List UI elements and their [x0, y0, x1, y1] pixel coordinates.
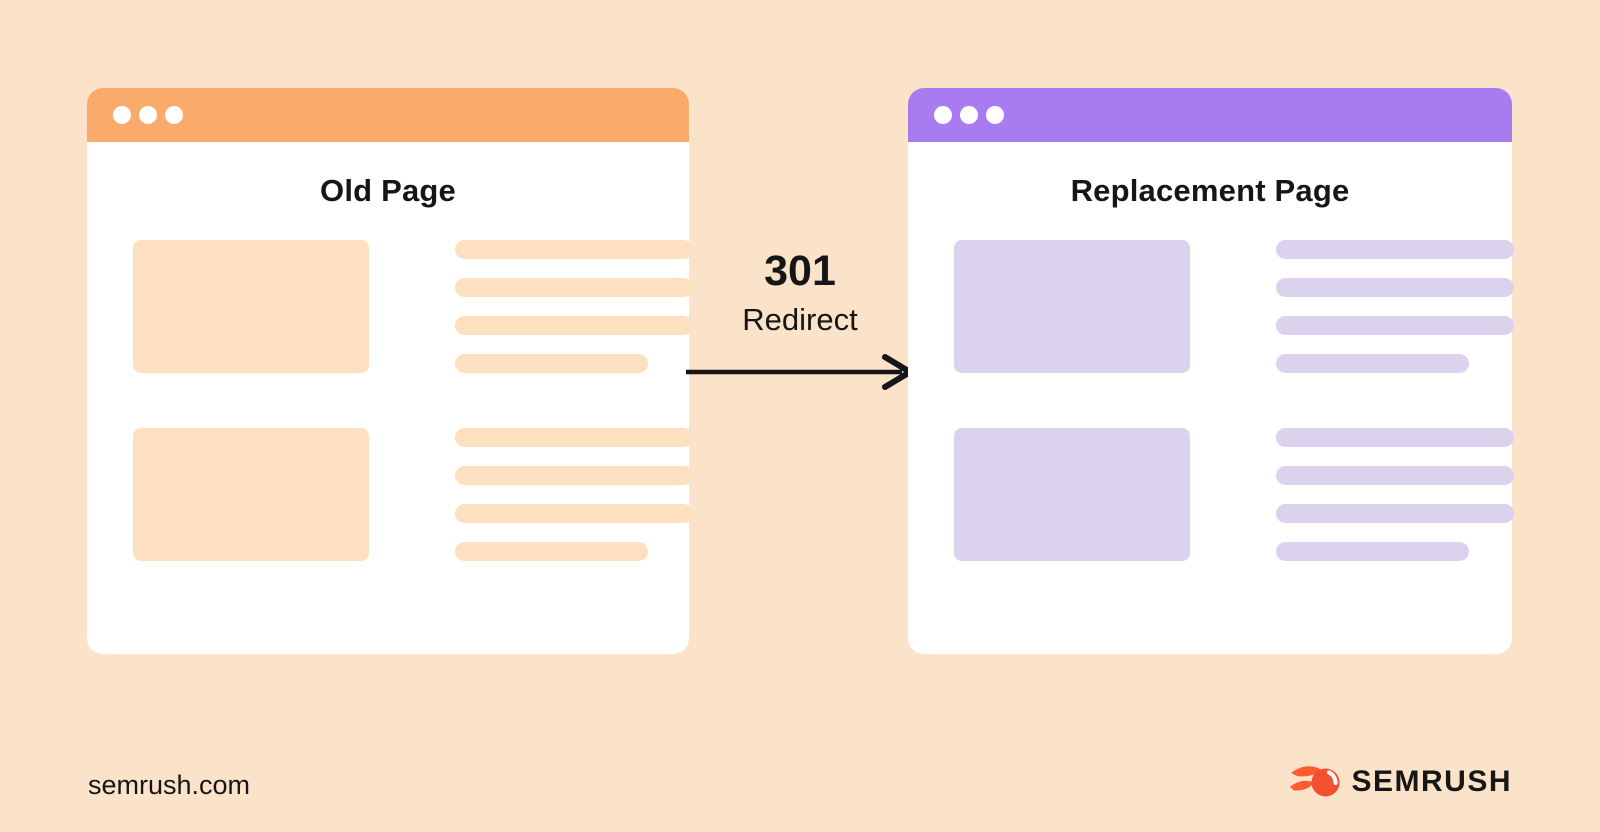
text-placeholder-lines [1276, 240, 1514, 373]
semrush-logo: SEMRUSH [1290, 763, 1512, 801]
window-dot-icon [986, 106, 1004, 124]
old-page-content-row [133, 240, 693, 373]
text-line [1276, 504, 1514, 523]
old-page-window-header [87, 88, 689, 142]
text-line [455, 466, 693, 485]
redirect-text: Redirect [742, 302, 858, 337]
old-page-content-row [133, 428, 693, 561]
text-placeholder-lines [455, 240, 693, 373]
text-line [455, 278, 693, 297]
replacement-page-content-row [954, 240, 1514, 373]
window-dot-icon [113, 106, 131, 124]
window-dot-icon [960, 106, 978, 124]
text-line [455, 504, 693, 523]
text-line [1276, 278, 1514, 297]
text-line [1276, 466, 1514, 485]
text-line [1276, 428, 1514, 447]
text-placeholder-lines [1276, 428, 1514, 561]
text-line [455, 316, 693, 335]
text-line [455, 428, 693, 447]
text-line [1276, 354, 1469, 373]
redirect-code: 301 [764, 247, 836, 295]
old-page-title: Old Page [320, 173, 456, 208]
text-line [455, 542, 648, 561]
replacement-page-window-header [908, 88, 1512, 142]
image-placeholder-block [954, 240, 1190, 373]
text-line [455, 354, 648, 373]
semrush-wordmark: SEMRUSH [1351, 765, 1512, 798]
image-placeholder-block [954, 428, 1190, 561]
window-dot-icon [139, 106, 157, 124]
text-line [1276, 316, 1514, 335]
window-dot-icon [934, 106, 952, 124]
text-line [455, 240, 693, 259]
image-placeholder-block [133, 428, 369, 561]
replacement-page-content-row [954, 428, 1514, 561]
old-page-window: Old Page [87, 88, 693, 654]
redirect-label: 301 Redirect [688, 250, 912, 338]
text-line [1276, 240, 1514, 259]
replacement-page-title: Replacement Page [1070, 173, 1350, 208]
replacement-page-window: Replacement Page [908, 88, 1514, 654]
text-line [1276, 542, 1469, 561]
arrow-right-icon [686, 354, 913, 390]
site-url-caption: semrush.com [88, 770, 251, 800]
text-placeholder-lines [455, 428, 693, 561]
window-dot-icon [165, 106, 183, 124]
image-placeholder-block [133, 240, 369, 373]
semrush-flame-icon [1290, 766, 1340, 797]
